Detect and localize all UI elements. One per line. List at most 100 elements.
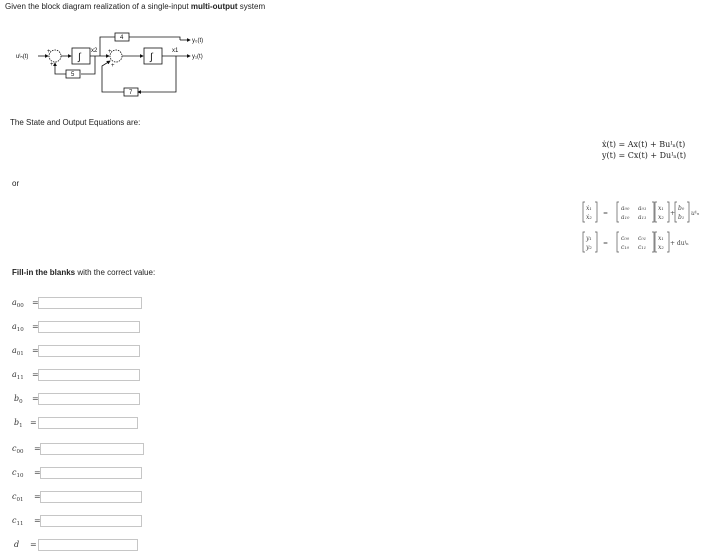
field-label-c10: c10: [12, 468, 23, 479]
sum2-plus-bottom: +: [111, 63, 115, 69]
input-c11[interactable]: [40, 515, 142, 527]
svg-text:a₀₁: a₀₁: [638, 205, 646, 212]
svg-text:y₂: y₂: [585, 244, 592, 251]
svg-text:c₀₁: c₀₁: [638, 235, 646, 242]
field-label-a01: a01: [12, 346, 24, 357]
field-subscript: 10: [16, 473, 24, 479]
equals-sign: =: [32, 322, 39, 331]
input-d[interactable]: [38, 539, 138, 551]
svg-text:a₁₀: a₁₀: [621, 214, 630, 221]
block-diagram: uᴵₙ(t) + + ∫ x2 + + ∫ x1 4 5 7 y₀(t) y₁(…: [16, 32, 203, 97]
field-symbol: a: [12, 370, 17, 379]
field-subscript: 11: [16, 521, 24, 527]
field-symbol: c: [12, 516, 17, 525]
svg-text:y₁: y₁: [585, 235, 592, 242]
fill-heading-rest: with the correct value:: [75, 268, 156, 277]
sum1-plus-bottom: +: [50, 62, 54, 68]
equals-sign: =: [30, 418, 37, 427]
field-subscript: 0: [19, 399, 23, 405]
state-output-heading: The State and Output Equations are:: [10, 118, 141, 127]
output-y0-label: y₀(t): [192, 38, 203, 44]
equals-sign: =: [34, 492, 41, 501]
field-symbol: b: [14, 418, 20, 427]
field-subscript: 00: [16, 449, 24, 455]
fill-heading: Fill-in the blanks with the correct valu…: [12, 268, 155, 277]
matrix-equations: ẋ₁ ẋ₂ = a₀₀ a₀₁ a₁₀ a₁₁ x₁ x₂ + b₀ b₁ uᶵₙ y…: [582, 201, 700, 253]
svg-text:c₁₀: c₁₀: [621, 244, 630, 251]
equals-sign: =: [30, 540, 37, 549]
or-text: or: [12, 179, 20, 188]
equals-sign: =: [34, 468, 41, 477]
state-x2-label: x2: [91, 48, 98, 54]
gain-left-label: 5: [71, 72, 75, 78]
field-symbol: a: [12, 322, 17, 331]
field-label-b1: b1: [14, 418, 23, 429]
svg-text:+: +: [670, 210, 675, 217]
input-c00[interactable]: [40, 443, 144, 455]
title-prefix: Given the block diagram realization of a…: [5, 2, 191, 11]
equals-sign: =: [34, 444, 41, 453]
output-y1-label: y₁(t): [192, 54, 203, 60]
svg-text:=: =: [603, 210, 608, 217]
field-subscript: 01: [16, 351, 24, 357]
input-b1[interactable]: [38, 417, 138, 429]
title-suffix: system: [237, 2, 266, 11]
output-equation: y(t) = Cx(t) + Duᴵₙ(t): [602, 151, 687, 160]
field-subscript: 00: [16, 303, 24, 309]
equals-sign: =: [32, 346, 39, 355]
field-label-d: d: [14, 540, 19, 549]
field-symbol: d: [14, 540, 20, 549]
integrator-1-symbol: ∫: [77, 52, 82, 63]
svg-text:x₁: x₁: [658, 205, 664, 212]
gain-top-label: 4: [120, 35, 124, 41]
input-b0[interactable]: [38, 393, 140, 405]
svg-text:b₁: b₁: [678, 214, 684, 221]
input-c01[interactable]: [40, 491, 142, 503]
prompt-title: Given the block diagram realization of a…: [5, 2, 265, 11]
field-label-a11: a11: [12, 370, 24, 381]
integrator-2-symbol: ∫: [149, 52, 154, 63]
svg-text:a₀₀: a₀₀: [621, 205, 630, 212]
field-symbol: b: [14, 394, 20, 403]
input-c10[interactable]: [40, 467, 142, 479]
field-label-b0: b0: [14, 394, 23, 405]
field-label-a10: a10: [12, 322, 24, 333]
input-a11[interactable]: [38, 369, 140, 381]
input-a01[interactable]: [38, 345, 140, 357]
svg-text:x₁: x₁: [658, 235, 664, 242]
field-label-c11: c11: [12, 516, 23, 527]
sum2-plus: +: [108, 49, 112, 55]
field-label-a00: a00: [12, 298, 24, 309]
field-subscript: 10: [16, 327, 24, 333]
fill-heading-bold: Fill-in the blanks: [12, 268, 76, 277]
equals-sign: =: [32, 394, 39, 403]
svg-text:=: =: [603, 240, 608, 247]
svg-text:a₁₁: a₁₁: [638, 214, 646, 221]
gain-bottom-label: 7: [129, 90, 133, 96]
svg-text:b₀: b₀: [678, 205, 685, 212]
svg-text:ẋ₁: ẋ₁: [586, 205, 592, 212]
svg-text:c₁₁: c₁₁: [638, 244, 646, 251]
input-a00[interactable]: [38, 297, 142, 309]
sum1-plus: +: [47, 49, 51, 55]
svg-text:x₂: x₂: [658, 244, 664, 251]
svg-text:+ duᶵₙ: + duᶵₙ: [670, 240, 689, 247]
field-subscript: 1: [19, 423, 23, 429]
state-x1-label: x1: [172, 48, 179, 54]
field-subscript: 11: [16, 375, 24, 381]
input-label: uᴵₙ(t): [16, 53, 28, 60]
input-a10[interactable]: [38, 321, 140, 333]
equals-sign: =: [32, 298, 39, 307]
equals-sign: =: [32, 370, 39, 379]
field-subscript: 01: [16, 497, 24, 503]
equals-sign: =: [34, 516, 41, 525]
state-equation: ẋ(t) = Ax(t) + Buᴵₙ(t): [602, 140, 686, 149]
svg-text:uᶵₙ: uᶵₙ: [691, 210, 700, 217]
svg-text:ẋ₂: ẋ₂: [586, 214, 592, 221]
field-symbol: c: [12, 444, 17, 453]
field-symbol: c: [12, 468, 17, 477]
svg-text:x₂: x₂: [658, 214, 664, 221]
field-label-c00: c00: [12, 444, 23, 455]
title-bold: multi-output: [190, 2, 238, 11]
field-symbol: a: [12, 298, 17, 307]
